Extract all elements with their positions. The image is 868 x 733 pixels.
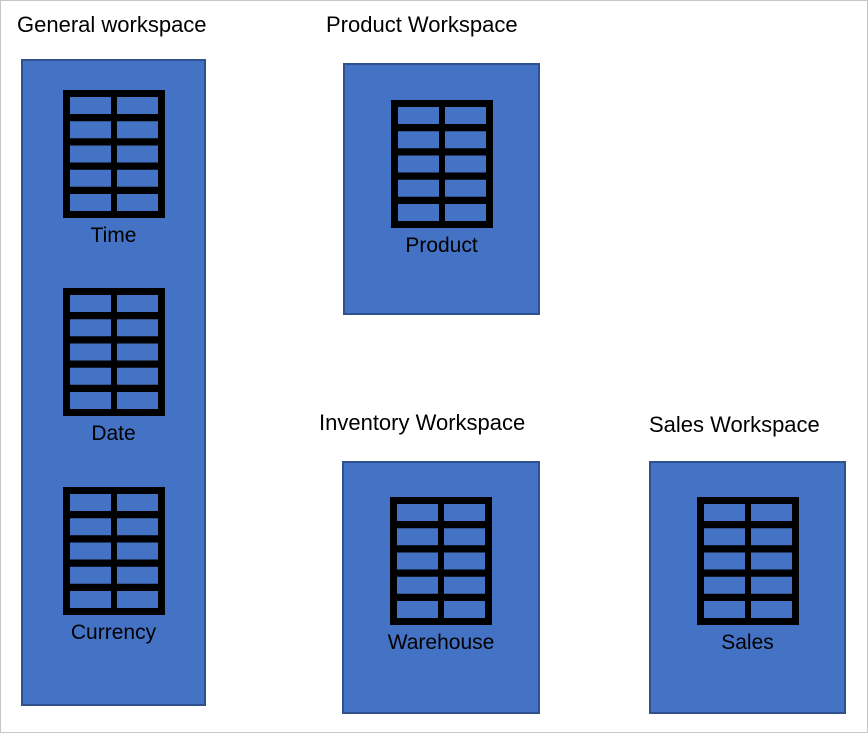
table-icon (62, 486, 165, 615)
table-figure-date: Date (62, 288, 165, 447)
table-label-product: Product (405, 234, 478, 257)
workspace-box-general: Time Date Currency (21, 59, 206, 706)
workspace-box-sales: Sales (649, 461, 846, 714)
table-label-warehouse: Warehouse (387, 631, 495, 654)
table-icon (62, 90, 165, 218)
table-label-date: Date (91, 422, 136, 446)
workspace-title-inventory: Inventory Workspace (319, 410, 526, 435)
table-figure-product: Product (390, 100, 493, 259)
workspace-title-general: General workspace (17, 12, 207, 37)
table-figure-sales: Sales (696, 497, 799, 656)
table-icon (696, 497, 799, 625)
table-label-time: Time (90, 224, 137, 247)
workspace-title-sales: Sales Workspace (649, 412, 820, 437)
table-label-sales: Sales (721, 631, 774, 654)
table-icon (390, 100, 493, 228)
workspace-title-product: Product Workspace (326, 12, 518, 37)
workspace-box-inventory: Warehouse (342, 461, 540, 714)
table-figure-warehouse: Warehouse (387, 497, 495, 656)
table-figure-time: Time (62, 90, 165, 249)
table-icon (390, 497, 492, 625)
workspace-box-product: Product (343, 63, 540, 315)
table-icon (62, 288, 165, 417)
table-figure-currency: Currency (62, 486, 165, 646)
table-label-currency: Currency (70, 620, 157, 644)
